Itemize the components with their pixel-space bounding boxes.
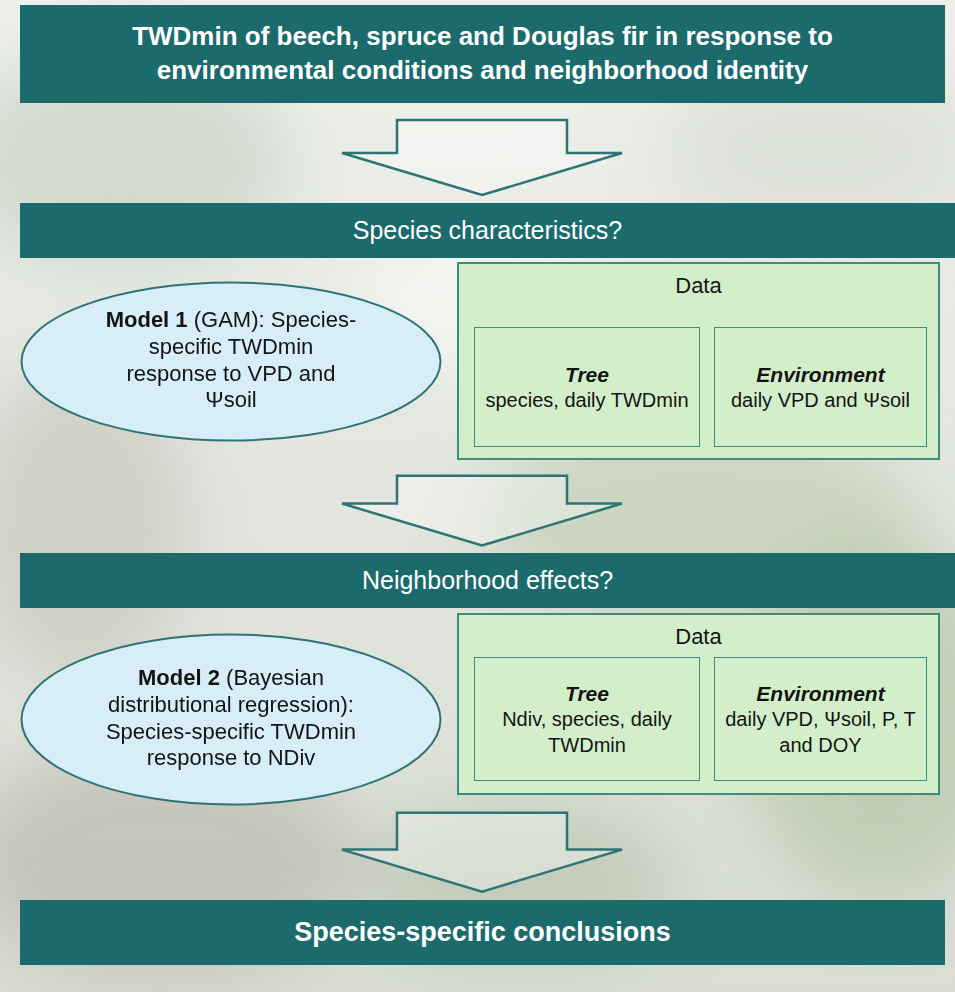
data-box: DataTreeNdiv, species, daily TWDminEnvir…: [457, 613, 940, 795]
category-items: species, daily TWDmin: [485, 388, 688, 413]
model-ellipse: Model 2(Bayesian distributional regressi…: [20, 633, 442, 806]
category-heading: Environment: [756, 361, 884, 388]
category-heading: Environment: [756, 680, 884, 707]
band-text: Species characteristics?: [353, 214, 623, 247]
ellipse-shape: [22, 634, 441, 804]
data-heading: Data: [459, 264, 938, 299]
category-items: daily VPD, Ψsoil, P, T and DOY: [725, 707, 916, 758]
data-heading: Data: [459, 615, 938, 650]
block-arrow: [342, 476, 622, 546]
conclusion-band: Species-specific conclusions: [20, 900, 945, 965]
category-items: daily VPD and Ψsoil: [731, 388, 910, 413]
data-category-box: Environmentdaily VPD and Ψsoil: [714, 327, 927, 447]
blurred-foliage: [0, 50, 955, 980]
data-category-box: Environmentdaily VPD, Ψsoil, P, T and DO…: [714, 657, 927, 781]
data-category-box: Treespecies, daily TWDmin: [474, 327, 700, 447]
band-text: Species-specific conclusions: [294, 915, 671, 950]
model-ellipse: Model 1(GAM): Species-specific TWDmin re…: [20, 281, 442, 442]
category-items: Ndiv, species, daily TWDmin: [485, 707, 689, 758]
ellipse-shape: [22, 282, 441, 440]
band-text: TWDmin of beech, spruce and Douglas fir …: [44, 20, 921, 88]
section-band: Species characteristics?: [20, 203, 955, 258]
block-arrow: [342, 120, 622, 195]
model-name: Model 2: [138, 665, 220, 690]
data-category-box: TreeNdiv, species, daily TWDmin: [474, 657, 700, 781]
ellipse-text-block: Model 1(GAM): Species-specific TWDmin re…: [104, 307, 359, 414]
block-arrow: [342, 813, 622, 892]
data-box: DataTreespecies, daily TWDminEnvironment…: [457, 262, 940, 460]
category-heading: Tree: [565, 680, 609, 707]
category-heading: Tree: [565, 361, 609, 388]
band-text: Neighborhood effects?: [362, 564, 613, 597]
model-name: Model 1: [106, 307, 188, 332]
ellipse-text-block: Model 2(Bayesian distributional regressi…: [91, 665, 371, 772]
section-band: Neighborhood effects?: [20, 553, 955, 608]
title-band: TWDmin of beech, spruce and Douglas fir …: [20, 5, 945, 103]
